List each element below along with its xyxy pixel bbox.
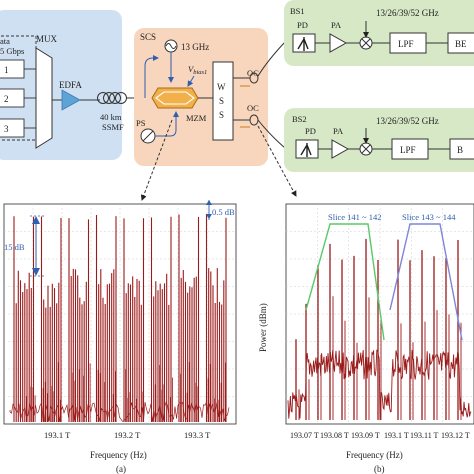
spectrum-b-tick-5: 193.11 T: [410, 431, 439, 440]
spectrum-b-tick-1: 193.07 T: [290, 431, 319, 440]
scs-panel: SCS 13 GHz Vbias1 MZM PS W S S OC OC: [134, 28, 268, 166]
slice-141-142-label: Slice 141 ~ 142: [328, 212, 381, 222]
slice-143-144-label: Slice 143 ~ 144: [402, 212, 456, 222]
data-rate-line1: ata: [0, 36, 10, 46]
svg-text:B: B: [457, 145, 463, 155]
dim-15db-arrow-top: [32, 216, 40, 224]
spectrum-a-tick-1: 193.1 T: [44, 430, 71, 440]
edfa-amplifier-icon: [61, 89, 81, 111]
spectrum-b: Slice 141 ~ 142 Slice 143 ~ 144 Power (d…: [258, 203, 474, 474]
coupler-1-icon: [240, 41, 286, 87]
spectrum-a-panel-label: (a): [116, 464, 126, 474]
spectrum-b-ylabel: Power (dBm): [258, 303, 268, 352]
bs2-amplifier-icon: [331, 139, 350, 159]
spectrum-a-trace: [9, 214, 230, 422]
ps-label: PS: [136, 118, 146, 128]
bs1-amplifier-icon: [329, 33, 348, 53]
spectrum-a-tick-2: 193.2 T: [114, 430, 141, 440]
mzm-text: MZM: [186, 113, 207, 123]
bs1-ber-block: [447, 32, 474, 54]
bs1-label: BS1: [290, 6, 305, 16]
bs1-mixer-icon: [359, 36, 373, 50]
spectrum-b-trace: [287, 238, 472, 421]
arrow-to-spectrum-a: [140, 119, 173, 201]
bs2-pa-label: PA: [333, 126, 344, 136]
source-box-2: 2: [0, 88, 25, 108]
spectrum-b-tick-3: 193.09 T: [351, 431, 380, 440]
bs1-panel: BS1 13/26/39/52 GHz PD PA LPF BE: [284, 0, 474, 66]
bs2-mixer-icon: [359, 142, 373, 156]
slice-143-144-filter: [389, 223, 463, 341]
vbias-label: Vbias1: [188, 64, 207, 76]
mzm-modulator-icon: [151, 87, 199, 109]
arrow-to-spectrum-b: [257, 125, 297, 197]
dim-15db-arrow-bottom: [32, 268, 40, 276]
annotation-15db: 15 dB: [4, 242, 25, 252]
svg-text:2: 2: [4, 94, 9, 104]
svg-text:LPF: LPF: [400, 145, 416, 155]
mux-block: [35, 47, 53, 149]
svg-text:S: S: [219, 110, 224, 120]
spectrum-a-xlabel: Frequency (Hz): [90, 450, 147, 460]
spectrum-b-xlabel: Frequency (Hz): [346, 450, 403, 460]
spectrum-b-panel-label: (b): [374, 464, 385, 474]
svg-text:1: 1: [4, 65, 9, 75]
coupler-2-icon: [240, 114, 286, 149]
bs1-pd-label: PD: [297, 20, 308, 30]
slice-141-142-filter: [305, 223, 385, 341]
data-rate-line2: 5 Gbps: [0, 46, 24, 56]
source-box-1: 1: [0, 59, 25, 79]
bs1-pa-label: PA: [331, 20, 342, 30]
svg-text:W: W: [217, 82, 226, 92]
fiber-length: 40 km: [100, 112, 122, 122]
svg-text:S: S: [219, 96, 224, 106]
svg-text:BE: BE: [455, 39, 467, 49]
scs-label: SCS: [140, 32, 156, 42]
edfa-label: EDFA: [59, 80, 82, 90]
spectrum-b-tick-6: 193.12 T: [441, 431, 470, 440]
bs1-frequency: 13/26/39/52 GHz: [376, 8, 439, 18]
bs2-pd-label: PD: [305, 126, 316, 136]
spectrum-a-tick-3: 193.3 T: [184, 430, 211, 440]
bs2-panel: BS2 13/26/39/52 GHz PD PA LPF B: [284, 108, 474, 172]
spectrum-b-tick-4: 193.1 T: [384, 431, 409, 440]
bs2-ber-block: [449, 138, 474, 160]
svg-text:LPF: LPF: [398, 39, 414, 49]
source-box-3: 3: [0, 118, 25, 138]
wss-block: W S S: [212, 61, 234, 141]
spectrum-a: 15 dB 0.5 dB 193.1 T 193.2 T 193.3 T Fre…: [3, 200, 237, 474]
mux-label: MUX: [36, 34, 58, 44]
spectrum-b-tick-2: 193.08 T: [320, 431, 349, 440]
rf-frequency: 13 GHz: [181, 42, 209, 52]
bs2-frequency: 13/26/39/52 GHz: [376, 116, 439, 126]
fiber-type: SSMF: [102, 122, 124, 132]
oc2-label: OC: [247, 103, 259, 113]
bs2-label: BS2: [292, 114, 307, 124]
annotation-05db: 0.5 dB: [212, 207, 235, 217]
svg-text:3: 3: [4, 124, 9, 134]
transmitter-panel: ata 5 Gbps MUX 1 2 3 EDFA: [0, 10, 122, 160]
